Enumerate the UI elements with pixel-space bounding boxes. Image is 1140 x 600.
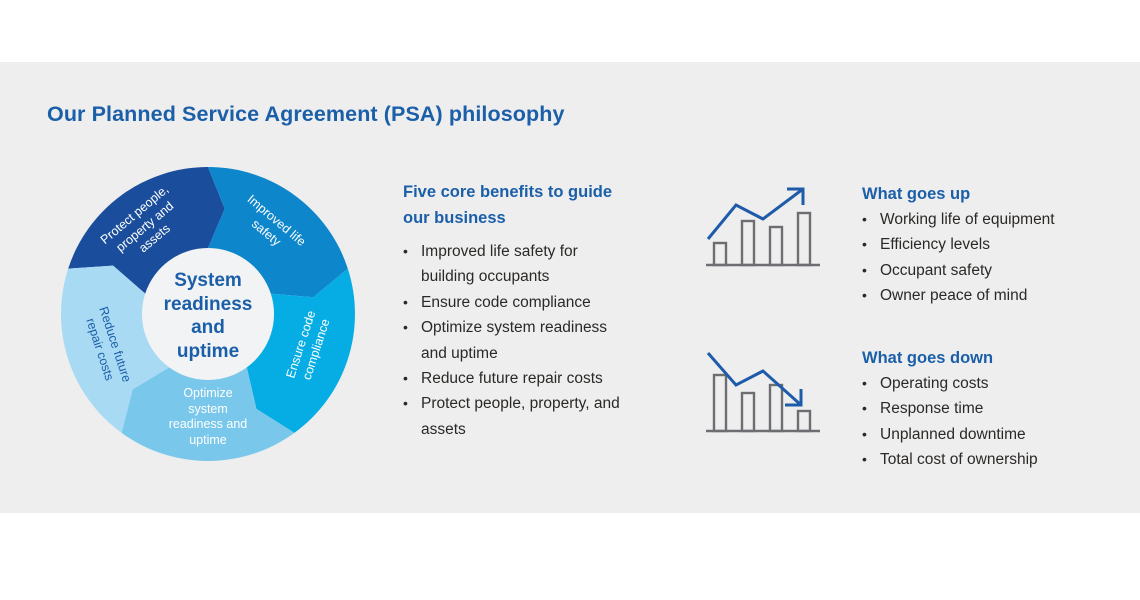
bar-chart-trend-up-icon	[706, 181, 822, 271]
donut-svg	[61, 167, 355, 461]
donut-center-label: System readiness and uptime	[163, 270, 253, 362]
content-layer: Our Planned Service Agreement (PSA) phil…	[0, 62, 1140, 513]
list-item: • Total cost of ownership	[862, 447, 1038, 472]
bullet-dot: •	[862, 236, 867, 253]
bullet-dot: •	[403, 293, 408, 310]
donut-segment-protect	[68, 167, 225, 294]
bullet-dot: •	[862, 287, 867, 304]
list-item: • Optimize system readiness and uptime	[403, 315, 633, 366]
goes-up-list: • Working life of equipment • Efficiency…	[862, 207, 1055, 309]
goes-up-heading: What goes up	[862, 185, 971, 203]
goes-down-heading: What goes down	[862, 349, 994, 367]
bullet-dot: •	[862, 211, 867, 227]
bullet-dot: •	[862, 261, 867, 278]
bullet-dot: •	[862, 451, 867, 468]
list-item: • Ensure code compliance	[403, 290, 633, 315]
bullet-dot: •	[862, 425, 867, 442]
benefits-heading: Five core benefits to guide our business	[403, 183, 613, 227]
bullet-dot: •	[403, 243, 408, 259]
list-item: • Operating costs	[862, 371, 1038, 396]
bullet-dot: •	[403, 370, 408, 387]
donut-center-circle	[142, 248, 274, 380]
list-item: • Working life of equipment	[862, 207, 1055, 232]
list-item: • Unplanned downtime	[862, 422, 1038, 447]
bullet-dot: •	[403, 395, 408, 412]
donut-segment-improved	[208, 167, 348, 298]
list-item: • Occupant safety	[862, 258, 1055, 283]
bullet-dot: •	[862, 400, 867, 417]
psa-cycle-diagram: Protect people, property and assets Impr…	[58, 164, 358, 464]
benefits-list: • Improved life safety for building occu…	[403, 239, 633, 442]
list-item: • Response time	[862, 396, 1038, 421]
donut-segment-ensure	[246, 268, 355, 433]
list-item: • Improved life safety for building occu…	[403, 239, 633, 290]
segment-label-optimize: Optimize system readiness and uptime	[168, 386, 248, 447]
list-item: • Efficiency levels	[862, 232, 1055, 257]
bar-chart-trend-down-icon	[706, 347, 822, 437]
bullet-dot: •	[862, 375, 867, 391]
goes-down-list: • Operating costs • Response time • Unpl…	[862, 371, 1038, 473]
page-title: Our Planned Service Agreement (PSA) phil…	[47, 102, 565, 126]
list-item: • Reduce future repair costs	[403, 366, 633, 391]
bullet-dot: •	[403, 319, 408, 336]
donut-segment-reduce	[61, 265, 170, 433]
donut-segment-optimize	[121, 367, 295, 461]
list-item: • Owner peace of mind	[862, 283, 1055, 308]
list-item: • Protect people, property, and assets	[403, 391, 633, 442]
